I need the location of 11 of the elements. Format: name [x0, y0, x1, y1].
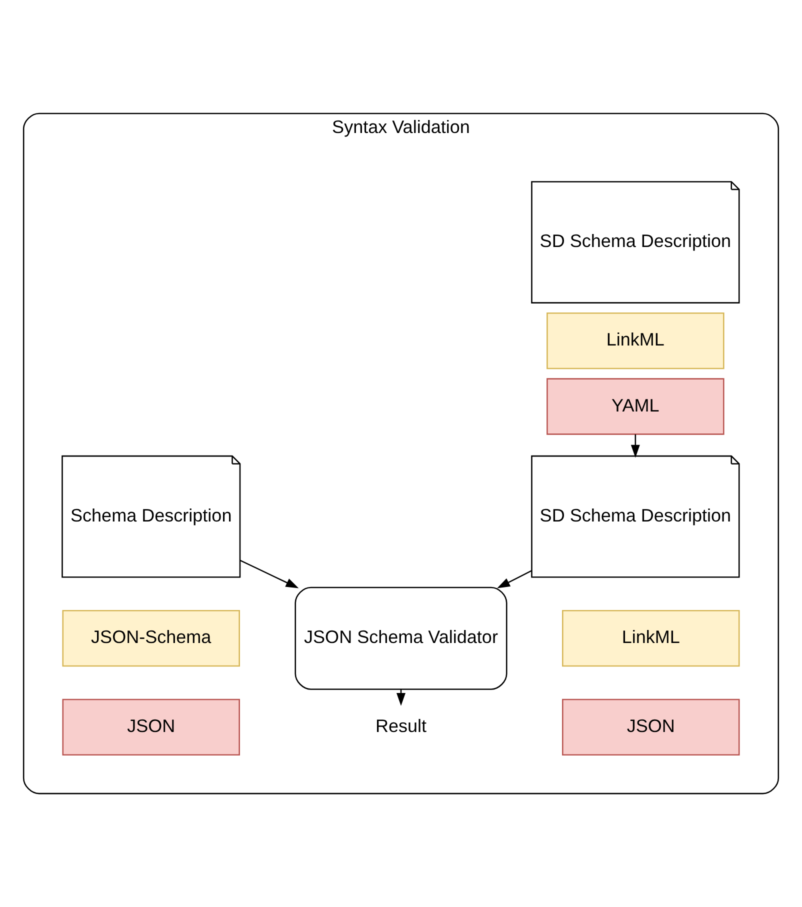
node-box: JSON	[562, 698, 740, 756]
node-box: JSON-Schema	[62, 610, 240, 667]
node-text: Result	[375, 716, 427, 736]
node-box: JSON Schema Validator	[294, 586, 508, 690]
arrow	[240, 560, 299, 588]
node-box: LinkML	[546, 312, 724, 370]
node-box: LinkML	[562, 610, 740, 667]
arrow	[497, 570, 532, 588]
node-box: JSON	[62, 698, 240, 756]
node-box: YAML	[546, 378, 724, 435]
arrow	[630, 434, 640, 458]
